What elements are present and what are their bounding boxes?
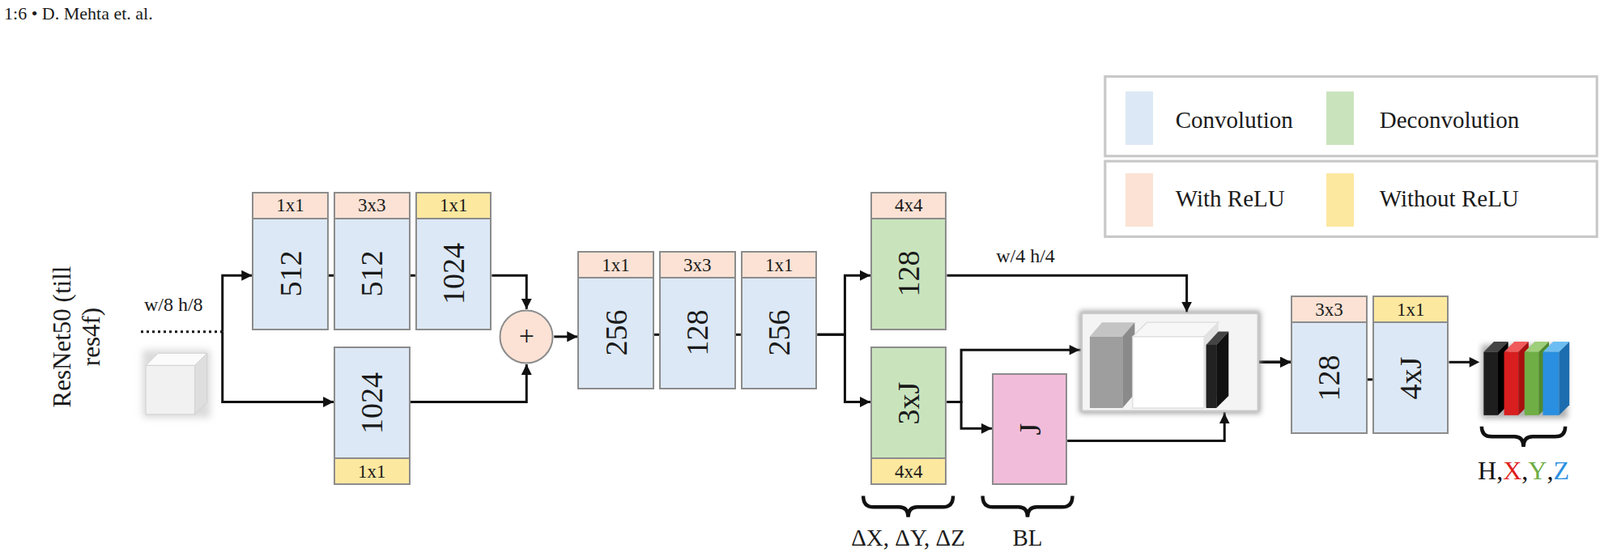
connector [491,275,527,310]
kernel-size: 1x1 [415,191,493,220]
legend-text: With ReLU [1175,186,1286,213]
output-name: BL [1012,525,1043,552]
deconv-layer: 4x4 128 [870,191,948,331]
brace [982,495,1073,517]
channel-count: 128 [1313,354,1345,401]
conv-layer: 1x1 1024 [415,191,493,331]
channel-count: 1024 [356,372,388,435]
cube-front [145,365,195,414]
output-channel: H, [1477,457,1503,486]
conv-layer: 1x1 256 [577,251,655,390]
layer-body: 1024 [415,217,493,331]
kernel-size: 4x4 [870,191,948,220]
legend-text: Deconvolution [1379,107,1520,134]
kernel-size: 1x1 [333,457,411,486]
channel-count: 4xJ [1395,356,1426,400]
connector [817,275,871,335]
legend-swatch [1326,173,1354,227]
kernel-size: 3x3 [1290,295,1368,324]
kernel-size: 3x3 [659,251,737,279]
channel-count: 256 [600,310,632,357]
layer-body: 128 [659,276,737,390]
legend-frame [1105,161,1597,237]
brace [1481,426,1566,447]
output-channel: , [1521,457,1528,486]
legend-swatch [1125,91,1154,145]
sum-symbol: + [519,322,535,350]
conv-layer: 1x1 4xJ [1372,295,1450,435]
bone-length-label: J [1014,423,1046,436]
kernel-size: 1x1 [740,251,818,279]
kernel-size: 3x3 [333,191,411,220]
layer-body: 512 [251,217,329,331]
sum-node: + [498,309,554,365]
channel-count: 256 [763,310,795,357]
conv-layer: 1x1 512 [251,191,329,331]
input-cube [137,324,223,414]
channel-count: 3xJ [893,381,924,425]
channel-count: 512 [275,251,307,298]
brace [863,495,954,517]
legend-swatch [1326,91,1354,145]
dotted-input-line [140,330,223,333]
resolution-label: w/4 h/4 [995,245,1056,267]
backbone-name: ResNet50 (till res4f) [47,263,106,410]
channel-count: 128 [681,310,713,357]
connector [222,331,334,403]
layer-body: 256 [740,276,818,390]
output-stack [1448,341,1570,419]
channel-count: 128 [893,251,924,298]
connector [222,275,253,332]
input-feature-volume: ResNet50 (till res4f) [137,324,223,414]
layer-body: 256 [577,276,655,390]
channel-count: 1024 [438,242,469,305]
layer-body: 4xJ [1372,321,1450,435]
layer-body: 512 [333,217,411,331]
conv-layer: 1024 1x1 [333,346,411,486]
output-channel-list: H,X,Y,Z [1477,457,1570,486]
kernel-size: 1x1 [577,251,655,279]
output-channel: Y [1527,457,1547,486]
connector [410,364,528,403]
legend-swatch [1125,173,1154,227]
layer-body: 1024 [333,346,411,460]
conv-layer: 3x3 128 [1290,295,1368,435]
legend-text: Convolution [1175,107,1294,134]
kernel-size: 1x1 [1372,295,1450,324]
kernel-size: 1x1 [251,191,329,220]
connector [553,335,578,338]
layer-body: 128 [1290,321,1368,435]
resolution-label: w/8 h/8 [144,293,204,315]
channel-count: 512 [356,251,388,298]
output-channel: Z [1553,457,1570,486]
legend-frame [1105,76,1597,157]
sum-circle-outline [500,310,554,363]
output-channel: X [1502,457,1522,486]
conv-layer: 3x3 128 [659,251,737,390]
connector [817,334,871,402]
concat-stack [1069,302,1261,424]
cube-side [195,353,208,415]
conv-layer: 3x3 512 [333,191,411,331]
deconv-layer: 3xJ 4x4 [870,346,948,486]
output-channel: , [1546,457,1554,486]
conv-layer: 1x1 256 [740,251,818,390]
legend-text: Without ReLU [1379,186,1520,213]
connector [946,402,992,430]
running-header: 1:6 • D. Mehta et. al. [4,4,154,24]
output-name: ΔX, ΔY, ΔZ [851,525,966,552]
cube-shadow [142,349,211,418]
layer-body: 128 [870,217,948,331]
layer-body: 3xJ [870,346,948,460]
bone-length-box: J [991,373,1068,485]
kernel-size: 4x4 [870,457,948,486]
